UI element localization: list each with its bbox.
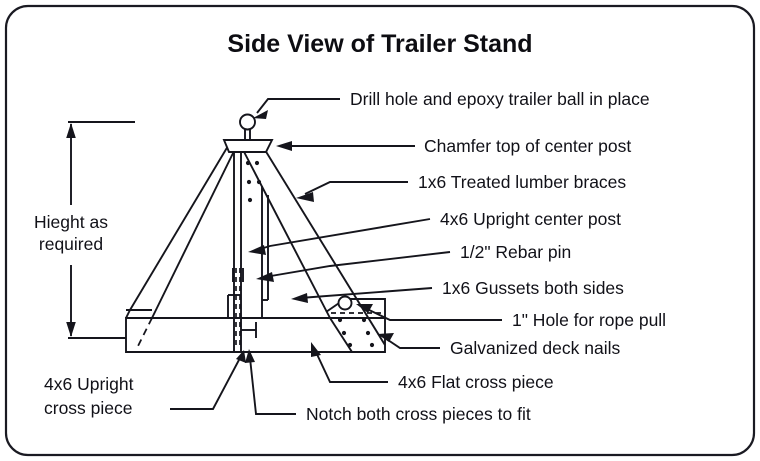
callout-label-chamfer: Chamfer top of center post (424, 136, 631, 156)
callout-flat-cross: 4x6 Flat cross piece (311, 342, 554, 392)
callout-label-deck-nails: Galvanized deck nails (450, 338, 620, 358)
callout-gussets: 1x6 Gussets both sides (291, 278, 624, 303)
chamfer-top-cap (222, 139, 274, 153)
upright-center-post (233, 142, 242, 352)
callout-rope-hole: 1" Hole for rope pull (356, 304, 666, 330)
callout-label-notch: Notch both cross pieces to fit (306, 404, 531, 424)
callout-upright-cross: 4x6 Upright cross piece (44, 350, 246, 418)
gusset (325, 295, 386, 318)
callout-braces: 1x6 Treated lumber braces (296, 172, 626, 202)
callout-label-braces: 1x6 Treated lumber braces (418, 172, 626, 192)
dimension-label-line2: required (39, 234, 103, 254)
callout-label-gussets: 1x6 Gussets both sides (442, 278, 624, 298)
deck-nails-group (245, 160, 375, 348)
callout-label-upright-cross-1: 4x6 Upright (44, 374, 134, 394)
height-dimension: Hieght as required (34, 121, 135, 339)
callout-rebar-pin: 1/2" Rebar pin (256, 242, 571, 282)
drawing-border (4, 4, 756, 457)
callout-label-rope-hole: 1" Hole for rope pull (512, 310, 666, 330)
callout-label-center-post: 4x6 Upright center post (440, 209, 621, 229)
callout-label-upright-cross-2: cross piece (44, 398, 133, 418)
rebar-pin (232, 268, 244, 348)
dimension-label-line1: Hieght as (34, 212, 108, 232)
trailer-ball (239, 113, 256, 140)
callout-notch: Notch both cross pieces to fit (245, 349, 531, 424)
callout-center-post: 4x6 Upright center post (248, 209, 621, 255)
left-brace (125, 140, 239, 351)
callout-label-trailer-ball: Drill hole and epoxy trailer ball in pla… (350, 89, 650, 109)
page-title: Side View of Trailer Stand (227, 30, 532, 58)
rope-pull-hole (337, 295, 353, 311)
right-brace (240, 145, 386, 353)
callout-chamfer: Chamfer top of center post (276, 136, 631, 156)
callout-trailer-ball: Drill hole and epoxy trailer ball in pla… (253, 89, 650, 119)
callout-label-rebar-pin: 1/2" Rebar pin (460, 242, 571, 262)
notch-detail (227, 294, 257, 338)
dimension-arrow-up (66, 123, 76, 138)
callout-deck-nails: Galvanized deck nails (377, 333, 620, 358)
dimension-arrow-down (66, 322, 76, 337)
callout-label-flat-cross: 4x6 Flat cross piece (398, 372, 554, 392)
